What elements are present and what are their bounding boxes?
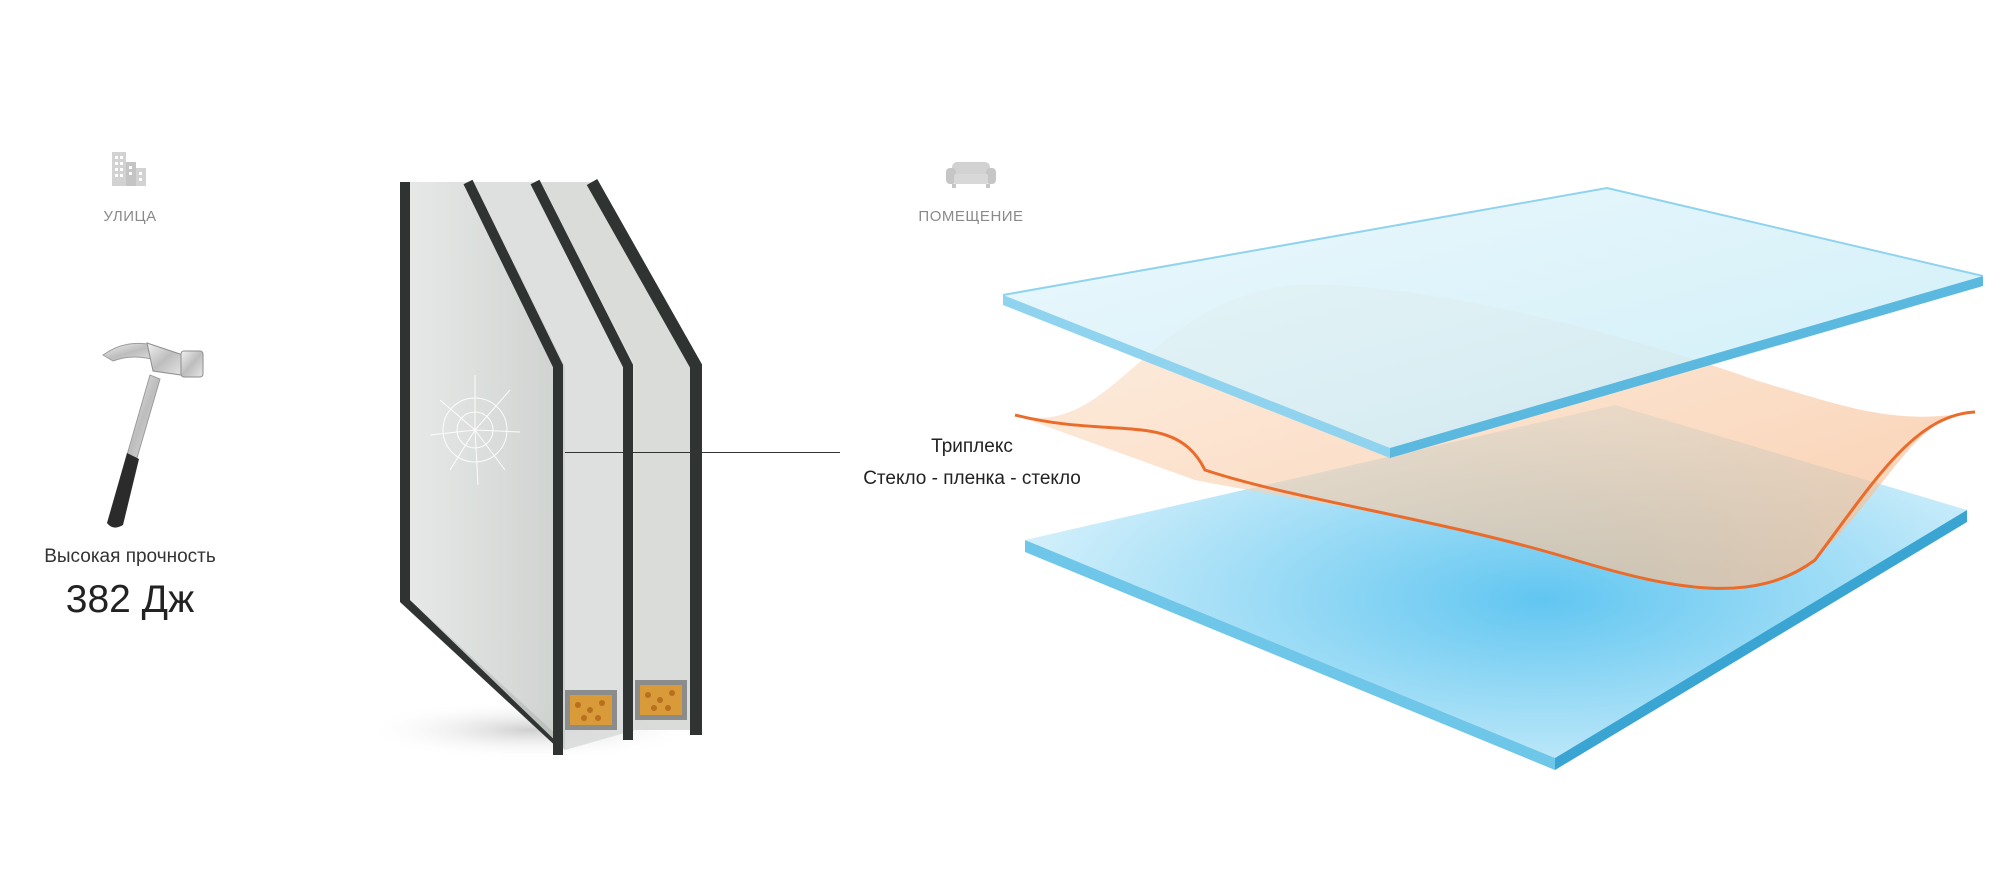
inside-label: ПОМЕЩЕНИЕ bbox=[918, 208, 1024, 225]
outside-label: УЛИЦА bbox=[103, 208, 157, 225]
hammer-icon bbox=[55, 335, 225, 535]
strength-label: Высокая прочность bbox=[44, 546, 216, 567]
triplex-subtitle: Стекло - пленка - стекло bbox=[863, 468, 1081, 489]
triplex-title: Триплекс bbox=[931, 436, 1013, 457]
window-profile-illustration bbox=[380, 170, 740, 770]
outside-building-icon bbox=[108, 148, 150, 190]
inside-sofa-icon bbox=[946, 160, 996, 190]
callout-line bbox=[565, 452, 840, 453]
triplex-layers-illustration bbox=[995, 180, 1995, 780]
strength-value: 382 Дж bbox=[65, 578, 195, 621]
